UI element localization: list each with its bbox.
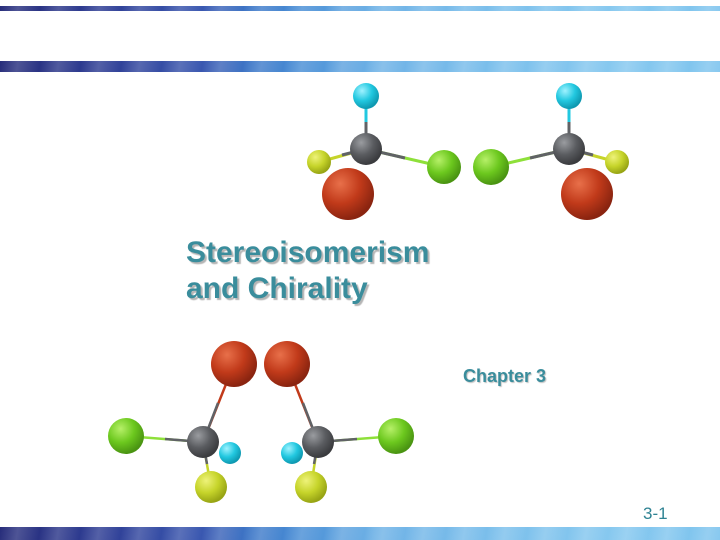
decorative-footer-stripe bbox=[0, 527, 720, 540]
title-line-2: and Chirality bbox=[186, 272, 368, 305]
bromine-atom bbox=[561, 168, 613, 220]
molecule-bottom-left bbox=[108, 341, 257, 503]
chlorine-atom bbox=[108, 418, 144, 454]
chlorine-atom bbox=[427, 150, 461, 184]
decorative-header-stripe bbox=[0, 61, 720, 72]
chlorine-atom bbox=[378, 418, 414, 454]
bromine-atom bbox=[211, 341, 257, 387]
bromine-atom bbox=[322, 168, 374, 220]
fluorine-atom bbox=[295, 471, 327, 503]
chapter-subtitle: Chapter 3 bbox=[463, 366, 547, 386]
slide-title: Stereoisomerism and Chirality bbox=[186, 235, 429, 307]
carbon-atom bbox=[553, 133, 585, 165]
carbon-atom bbox=[187, 426, 219, 458]
slide-number: 3-1 bbox=[643, 504, 668, 523]
bromine-atom bbox=[264, 341, 310, 387]
hydrogen-atom bbox=[281, 442, 303, 464]
hydrogen-atom bbox=[556, 83, 582, 109]
hydrogen-atom bbox=[353, 83, 379, 109]
decorative-top-stripe bbox=[0, 6, 720, 11]
title-line-1: Stereoisomerism bbox=[186, 236, 430, 269]
chlorine-atom bbox=[473, 149, 509, 185]
hydrogen-atom bbox=[219, 442, 241, 464]
molecule-top-right bbox=[473, 83, 629, 220]
carbon-atom bbox=[350, 133, 382, 165]
fluorine-atom bbox=[307, 150, 331, 174]
fluorine-atom bbox=[605, 150, 629, 174]
molecule-top-left bbox=[307, 83, 461, 220]
carbon-atom bbox=[302, 426, 334, 458]
fluorine-atom bbox=[195, 471, 227, 503]
molecule-bottom-right bbox=[264, 341, 414, 503]
